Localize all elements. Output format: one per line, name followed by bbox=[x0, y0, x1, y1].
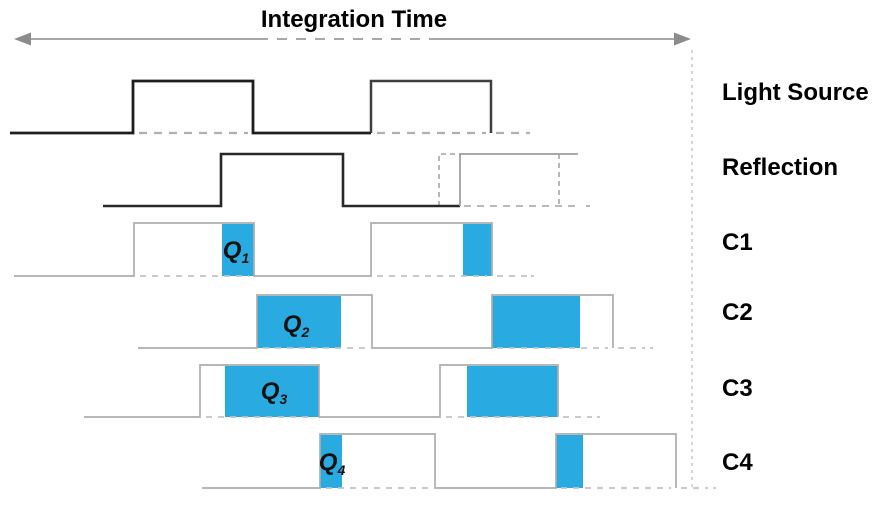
charge-label-q1: Q1 bbox=[223, 237, 250, 266]
waveform-line-c4 bbox=[202, 433, 677, 489]
waveform-row-c1: Q1 C1 bbox=[14, 222, 753, 277]
waveform-row-c2: Q2 C2 bbox=[138, 294, 753, 349]
waveform-line-c3 bbox=[84, 364, 559, 418]
charge-region-c4-2 bbox=[556, 435, 583, 488]
charge-label-q2: Q2 bbox=[283, 311, 310, 340]
waveform-row-light-source: Light Source bbox=[10, 79, 869, 135]
charge-region-c2-2 bbox=[492, 296, 580, 348]
row-label-reflection: Reflection bbox=[722, 154, 838, 181]
charge-region-c3-1 bbox=[225, 366, 319, 417]
charge-region-c4-1 bbox=[320, 435, 342, 488]
waveform-row-c4: Q4 C4 bbox=[202, 433, 753, 489]
waveform-line-extra-reflection bbox=[459, 153, 578, 206]
charge-region-c2-1 bbox=[257, 296, 341, 348]
charge-label-q4: Q4 bbox=[319, 449, 346, 478]
charge-region-c3-2 bbox=[467, 366, 558, 417]
waveform-line-c1 bbox=[14, 222, 493, 277]
waveform-row-reflection: Reflection bbox=[103, 152, 838, 208]
row-label-light-source: Light Source bbox=[722, 79, 869, 106]
arrowhead-left-icon bbox=[14, 32, 31, 46]
waveform-line-c2 bbox=[138, 294, 614, 349]
dashed-pulse-outline-reflection bbox=[438, 153, 461, 206]
waveform-line-reflection bbox=[103, 152, 460, 208]
row-label-c2: C2 bbox=[722, 299, 753, 326]
charge-region-c1-2 bbox=[463, 224, 492, 276]
integration-time-title: Integration Time bbox=[261, 6, 447, 33]
integration-time-header: Integration Time bbox=[14, 6, 691, 46]
row-label-c1: C1 bbox=[722, 229, 753, 256]
arrowhead-right-icon bbox=[674, 32, 691, 46]
charge-label-q3: Q3 bbox=[261, 378, 288, 407]
charge-region-c1-1 bbox=[222, 224, 254, 276]
waveform-row-c3: Q3 C3 bbox=[84, 364, 753, 418]
row-label-c4: C4 bbox=[722, 449, 753, 476]
waveform-line-light-source bbox=[10, 79, 371, 135]
row-label-c3: C3 bbox=[722, 375, 753, 402]
waveform-line-extra-light-source bbox=[369, 79, 493, 133]
